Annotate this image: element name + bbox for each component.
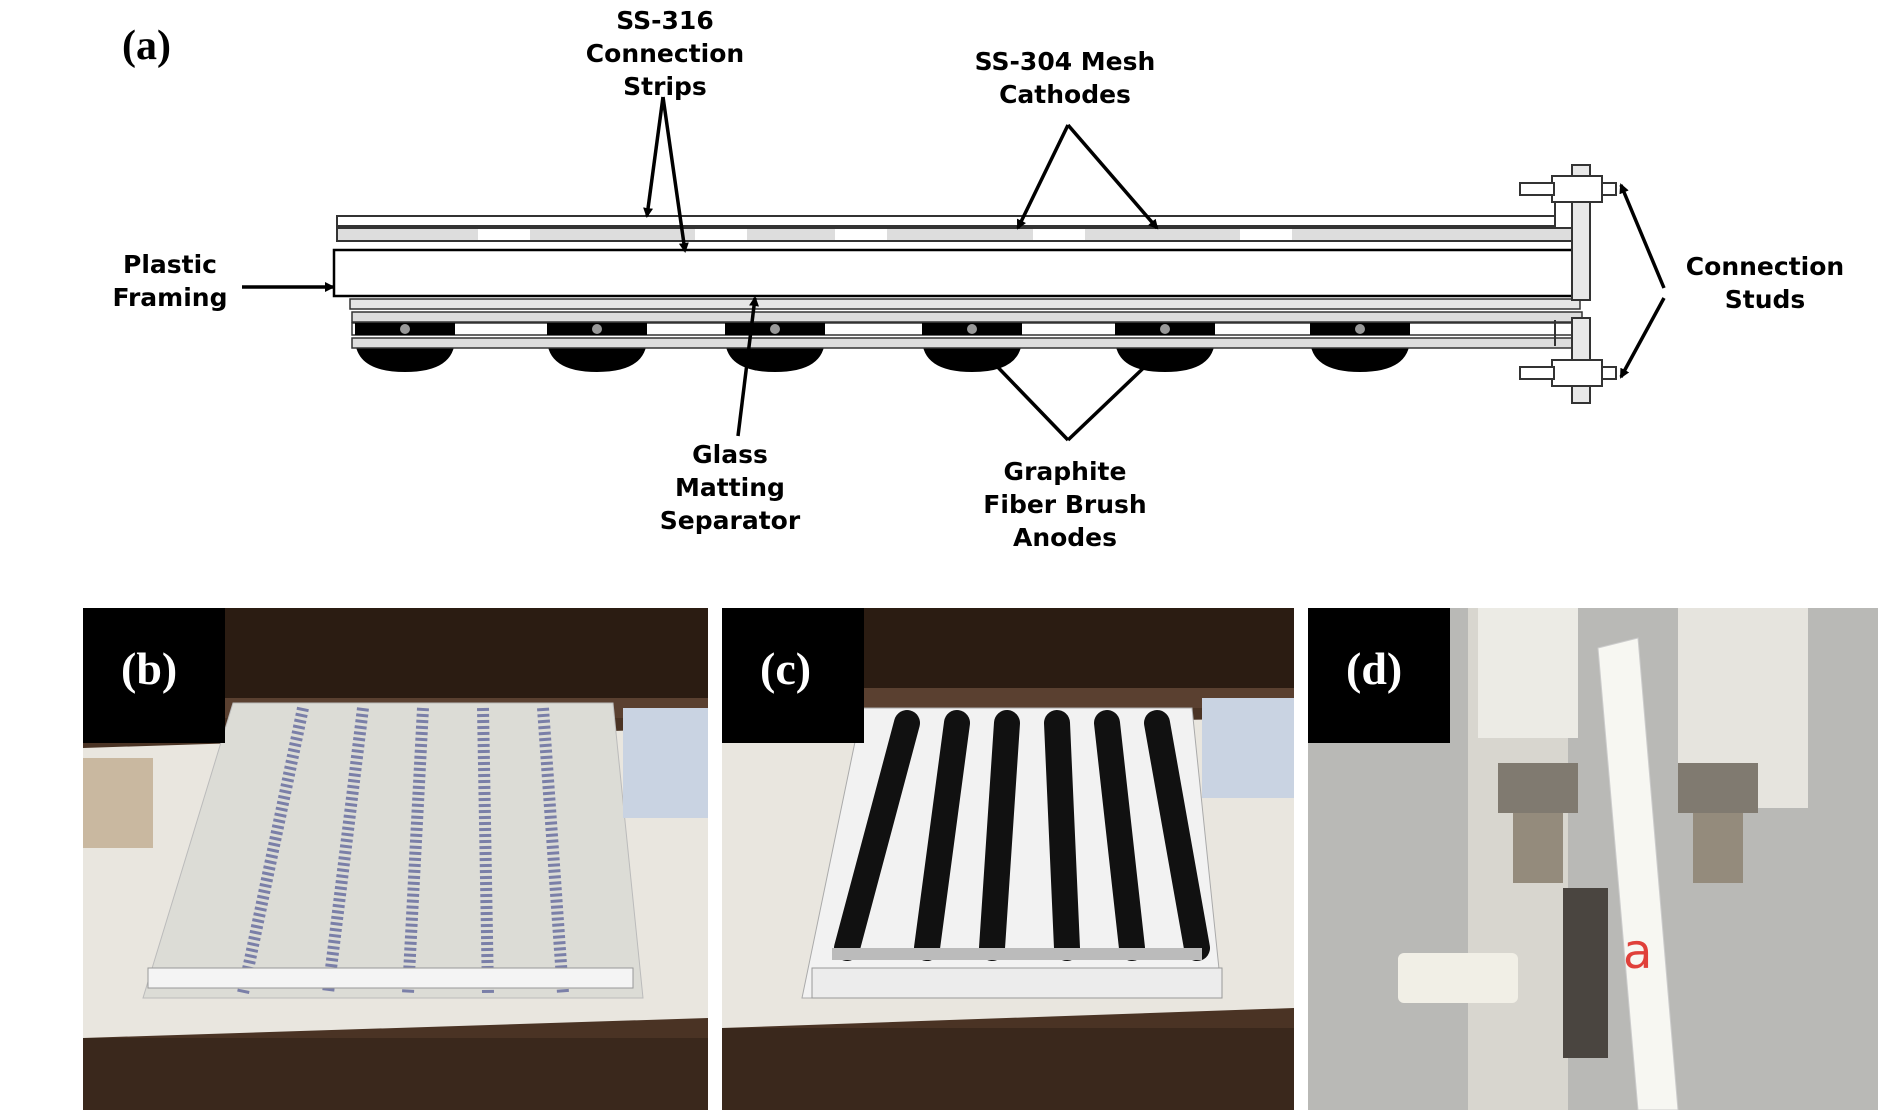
label-graphite-fiber-brush-anodes: Graphite Fiber Brush Anodes <box>950 455 1180 554</box>
label-plastic-line1: Plastic <box>123 250 217 279</box>
label-ss316-line3: Strips <box>623 72 707 101</box>
lower-connection-strip <box>351 337 1583 349</box>
label-glass-line2: Matting <box>675 473 785 502</box>
label-glass-line3: Separator <box>659 506 801 535</box>
module-schematic <box>242 96 1666 442</box>
label-plastic-framing: Plastic Framing <box>100 248 240 314</box>
panel-b-tag: (b) <box>83 608 225 743</box>
photo-d-connection-studs: a (d) <box>1308 608 1878 1110</box>
label-plastic-line2: Framing <box>112 283 228 312</box>
photo-d-marking: a <box>1623 924 1652 980</box>
label-studs-line1: Connection <box>1685 252 1845 281</box>
label-glass-line1: Glass <box>692 440 768 469</box>
label-ss304-mesh-cathodes: SS-304 Mesh Cathodes <box>945 45 1185 111</box>
panel-a-label: (a) <box>122 23 171 69</box>
panel-c-tag: (c) <box>722 608 864 743</box>
panel-d-tag: (d) <box>1308 608 1450 743</box>
panel-b-label: (b) <box>121 643 178 694</box>
plastic-framing-body <box>332 248 1586 298</box>
label-ss316-line1: SS-316 <box>616 6 714 35</box>
label-graphite-line1: Graphite <box>1003 457 1127 486</box>
label-connection-studs: Connection Studs <box>1670 250 1860 316</box>
label-glass-matting-separator: Glass Matting Separator <box>630 438 830 537</box>
photo-c-anode-assembly: (c) <box>722 608 1294 1110</box>
callout-arrows <box>242 96 1666 442</box>
label-ss316-connection-strips: SS-316 Connection Strips <box>560 4 770 103</box>
label-ss316-line2: Connection <box>585 39 745 68</box>
photo-b-cathode-assembly: (b) <box>83 608 708 1110</box>
glass-matting-separator <box>349 298 1581 310</box>
label-ss304-line2: Cathodes <box>999 80 1131 109</box>
label-studs-line2: Studs <box>1724 285 1806 314</box>
connection-studs <box>1519 164 1617 404</box>
label-graphite-line2: Fiber Brush <box>983 490 1147 519</box>
ss304-mesh-lower <box>351 311 1583 323</box>
label-ss304-line1: SS-304 Mesh <box>974 47 1156 76</box>
label-graphite-line3: Anodes <box>1012 523 1118 552</box>
ss316-connection-strip-layer <box>336 215 1575 242</box>
panel-d-label: (d) <box>1346 643 1403 694</box>
panel-c-label: (c) <box>760 643 812 694</box>
